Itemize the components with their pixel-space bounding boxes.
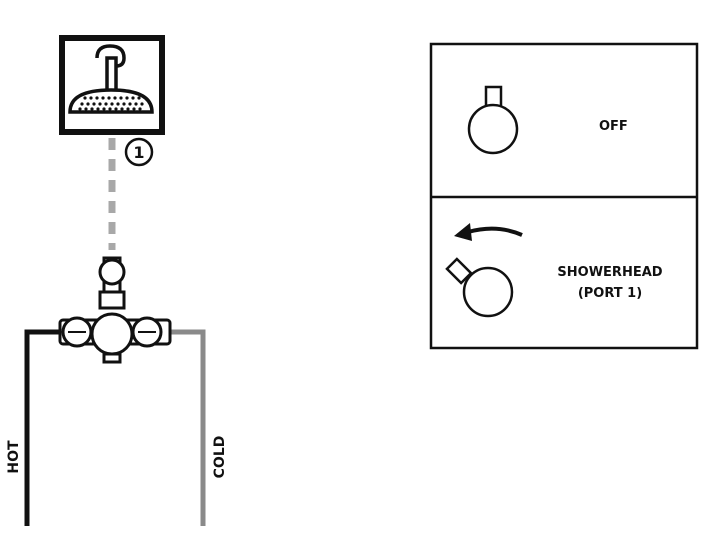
cold-pipe xyxy=(170,329,206,526)
cold-label: COLD xyxy=(212,436,228,479)
legend-label-port: (PORT 1) xyxy=(578,286,642,301)
legend-label-off: OFF xyxy=(599,119,628,134)
port-1-marker: 1 xyxy=(124,137,154,167)
handle-showerhead-icon xyxy=(445,257,514,318)
hot-pipe xyxy=(24,329,60,526)
showerhead-box xyxy=(59,35,165,135)
legend-label-showerhead: SHOWERHEAD xyxy=(557,265,662,280)
port-1-number: 1 xyxy=(133,143,144,162)
legend-row-off: OFF xyxy=(467,85,628,155)
legend-row-showerhead: SHOWERHEAD (PORT 1) xyxy=(445,223,663,318)
shower-valve xyxy=(58,256,172,364)
rotate-left-arrow-icon xyxy=(454,223,523,241)
legend-table: OFF SHOWERHEAD (PORT 1) xyxy=(429,42,699,350)
hot-label: HOT xyxy=(6,440,22,474)
handle-off-icon xyxy=(467,85,519,155)
showerhead-icon xyxy=(68,44,154,114)
